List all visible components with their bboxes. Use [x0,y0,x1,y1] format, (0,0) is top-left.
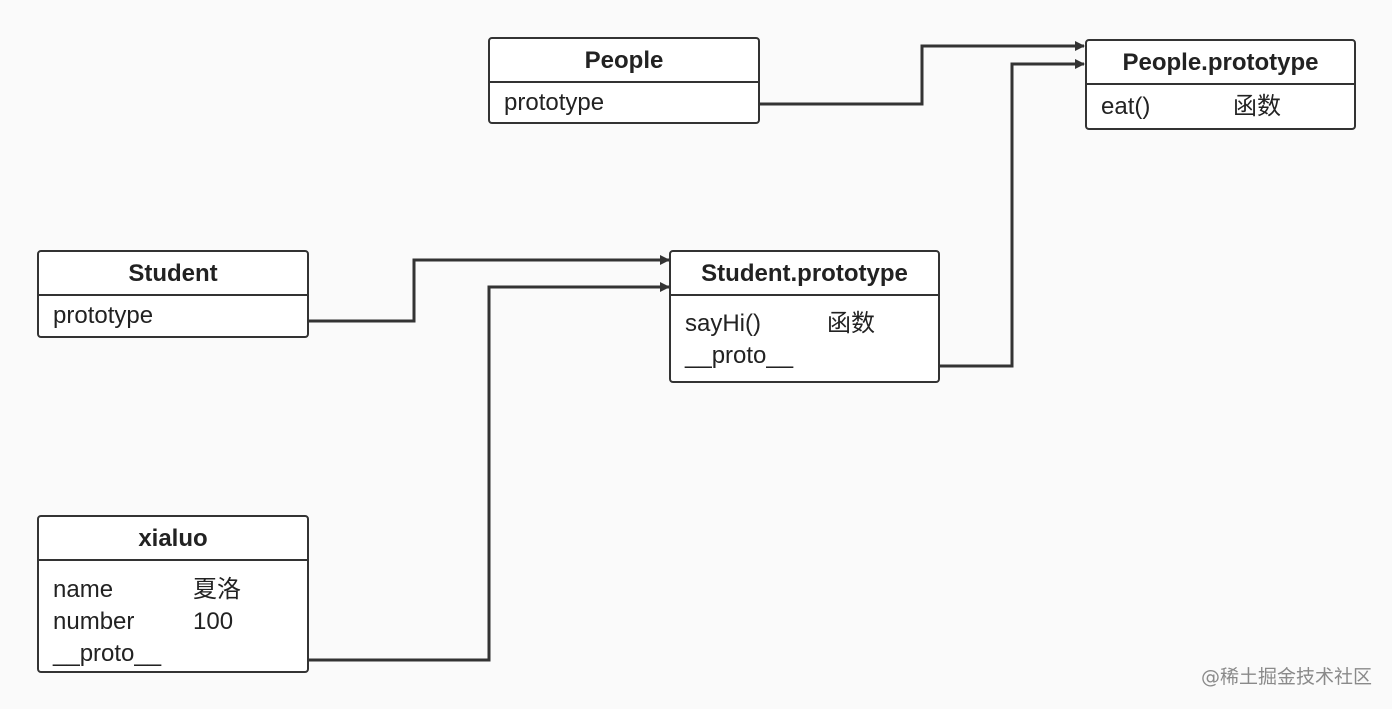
name-row: name 夏洛 [53,574,293,606]
people-prototype-node-title: People.prototype [1087,41,1354,85]
edge-xialuo-to-student-prototype [308,282,670,662]
row-key: prototype [504,89,605,116]
edge-people-to-people-prototype [760,41,1085,106]
student-prototype-node-title: Student.prototype [671,252,938,296]
row-key: sayHi() [685,310,761,337]
row-key: number [53,608,135,635]
people-prototype-row: prototype [504,87,744,119]
student-node[interactable]: Student prototype [37,250,309,338]
proto-row: __proto__ [53,638,293,670]
row-value: 夏洛 [193,576,241,603]
row-key: prototype [53,302,154,329]
student-prototype-node[interactable]: Student.prototype sayHi() 函数 __proto__ [669,250,940,383]
row-value: 函数 [827,310,875,337]
row-key: __proto__ [685,342,794,369]
student-prototype-row: prototype [53,300,293,332]
row-key: name [53,576,114,603]
row-value: 100 [193,608,234,635]
people-node[interactable]: People prototype [488,37,760,124]
row-key: eat() [1101,93,1151,120]
people-prototype-node[interactable]: People.prototype eat() 函数 [1085,39,1356,130]
number-row: number 100 [53,606,293,638]
row-value: 函数 [1233,93,1281,120]
people-node-title: People [490,39,758,83]
row-key: __proto__ [53,640,162,667]
sayhi-row: sayHi() 函数 [685,308,924,340]
watermark: @稀土掘金技术社区 [1200,666,1372,688]
edge-student-to-student-prototype [308,255,670,323]
eat-row: eat() 函数 [1101,91,1340,123]
student-node-title: Student [39,252,307,296]
xialuo-node[interactable]: xialuo name 夏洛 number 100 __proto__ [37,515,309,673]
edge-student-prototype-to-people-prototype [940,59,1085,368]
xialuo-node-title: xialuo [39,517,307,561]
proto-row: __proto__ [685,340,924,372]
